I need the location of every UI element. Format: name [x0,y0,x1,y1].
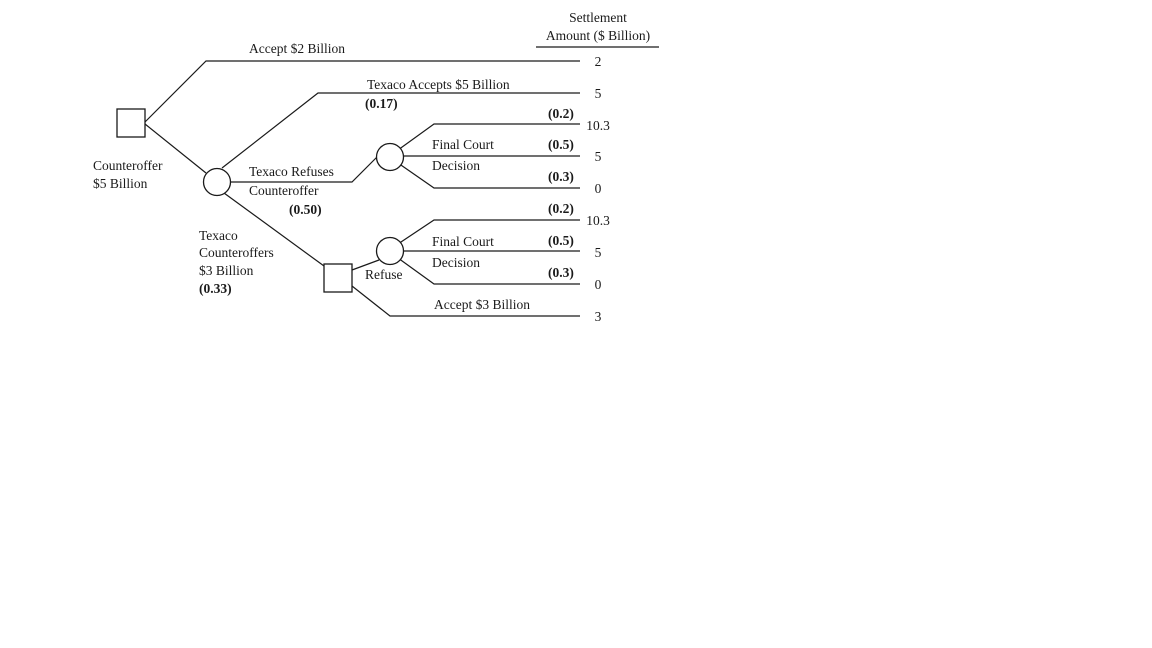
label-texaco-accepts: Texaco Accepts $5 Billion [367,77,510,92]
prob-court1-high: (0.2) [548,106,574,121]
prob-court2-mid: (0.5) [548,233,574,248]
prob-court1-low: (0.3) [548,169,574,184]
prob-court2-high: (0.2) [548,201,574,216]
label-texaco-counters-line3: $3 Billion [199,263,254,278]
branch-accept-3 [351,285,580,317]
branch-court2-upper [397,219,580,245]
label-accept-3: Accept $3 Billion [434,297,530,312]
label-counteroffer-line1: Counteroffer [93,158,163,173]
payoff-court1-low: 0 [595,181,602,196]
chance-node-texaco-response [202,167,232,197]
prob-court1-mid: (0.5) [548,137,574,152]
branch-refuse [351,259,380,271]
prob-texaco-counters: (0.33) [199,281,232,296]
chance-node-court-lower [375,236,405,266]
label-texaco-refuses-line2: Counteroffer [249,183,319,198]
branch-texaco-accepts [221,92,580,169]
payoff-court2-mid: 5 [595,245,602,260]
payoff-accept-2: 2 [595,54,602,69]
prob-court2-low: (0.3) [548,265,574,280]
label-court1-line1: Final Court [432,137,494,152]
label-texaco-counters-line2: Counteroffers [199,245,274,260]
payoff-court1-mid: 5 [595,149,602,164]
branch-texaco-refuses [230,156,378,183]
branch-court2-lower [397,257,580,285]
header-amount: Amount ($ Billion) [546,28,650,43]
payoff-court2-high: 10.3 [586,213,610,228]
label-texaco-refuses-line1: Texaco Refuses [249,164,334,179]
prob-texaco-accepts: (0.17) [365,96,398,111]
branch-counteroffer [144,123,207,174]
payoff-court1-high: 10.3 [586,118,610,133]
label-court2-line1: Final Court [432,234,494,249]
label-refuse: Refuse [365,267,403,282]
payoff-texaco-accepts: 5 [595,86,602,101]
branch-accept-2 [144,60,580,123]
branch-court1-upper [397,123,580,151]
branch-court1-lower [397,162,580,189]
decision-node-root [116,108,146,138]
prob-texaco-refuses: (0.50) [289,202,322,217]
label-court2-line2: Decision [432,255,480,270]
chance-node-court-upper [375,142,405,172]
branch-texaco-counters [223,192,325,267]
label-court1-line2: Decision [432,158,480,173]
label-counteroffer-line2: $5 Billion [93,176,148,191]
payoff-court2-low: 0 [595,277,602,292]
label-accept-2: Accept $2 Billion [249,41,345,56]
payoff-accept-3: 3 [595,309,602,324]
header-settlement: Settlement [569,10,627,25]
decision-node-counteroffer-3 [323,263,353,293]
label-texaco-counters-line1: Texaco [199,228,238,243]
